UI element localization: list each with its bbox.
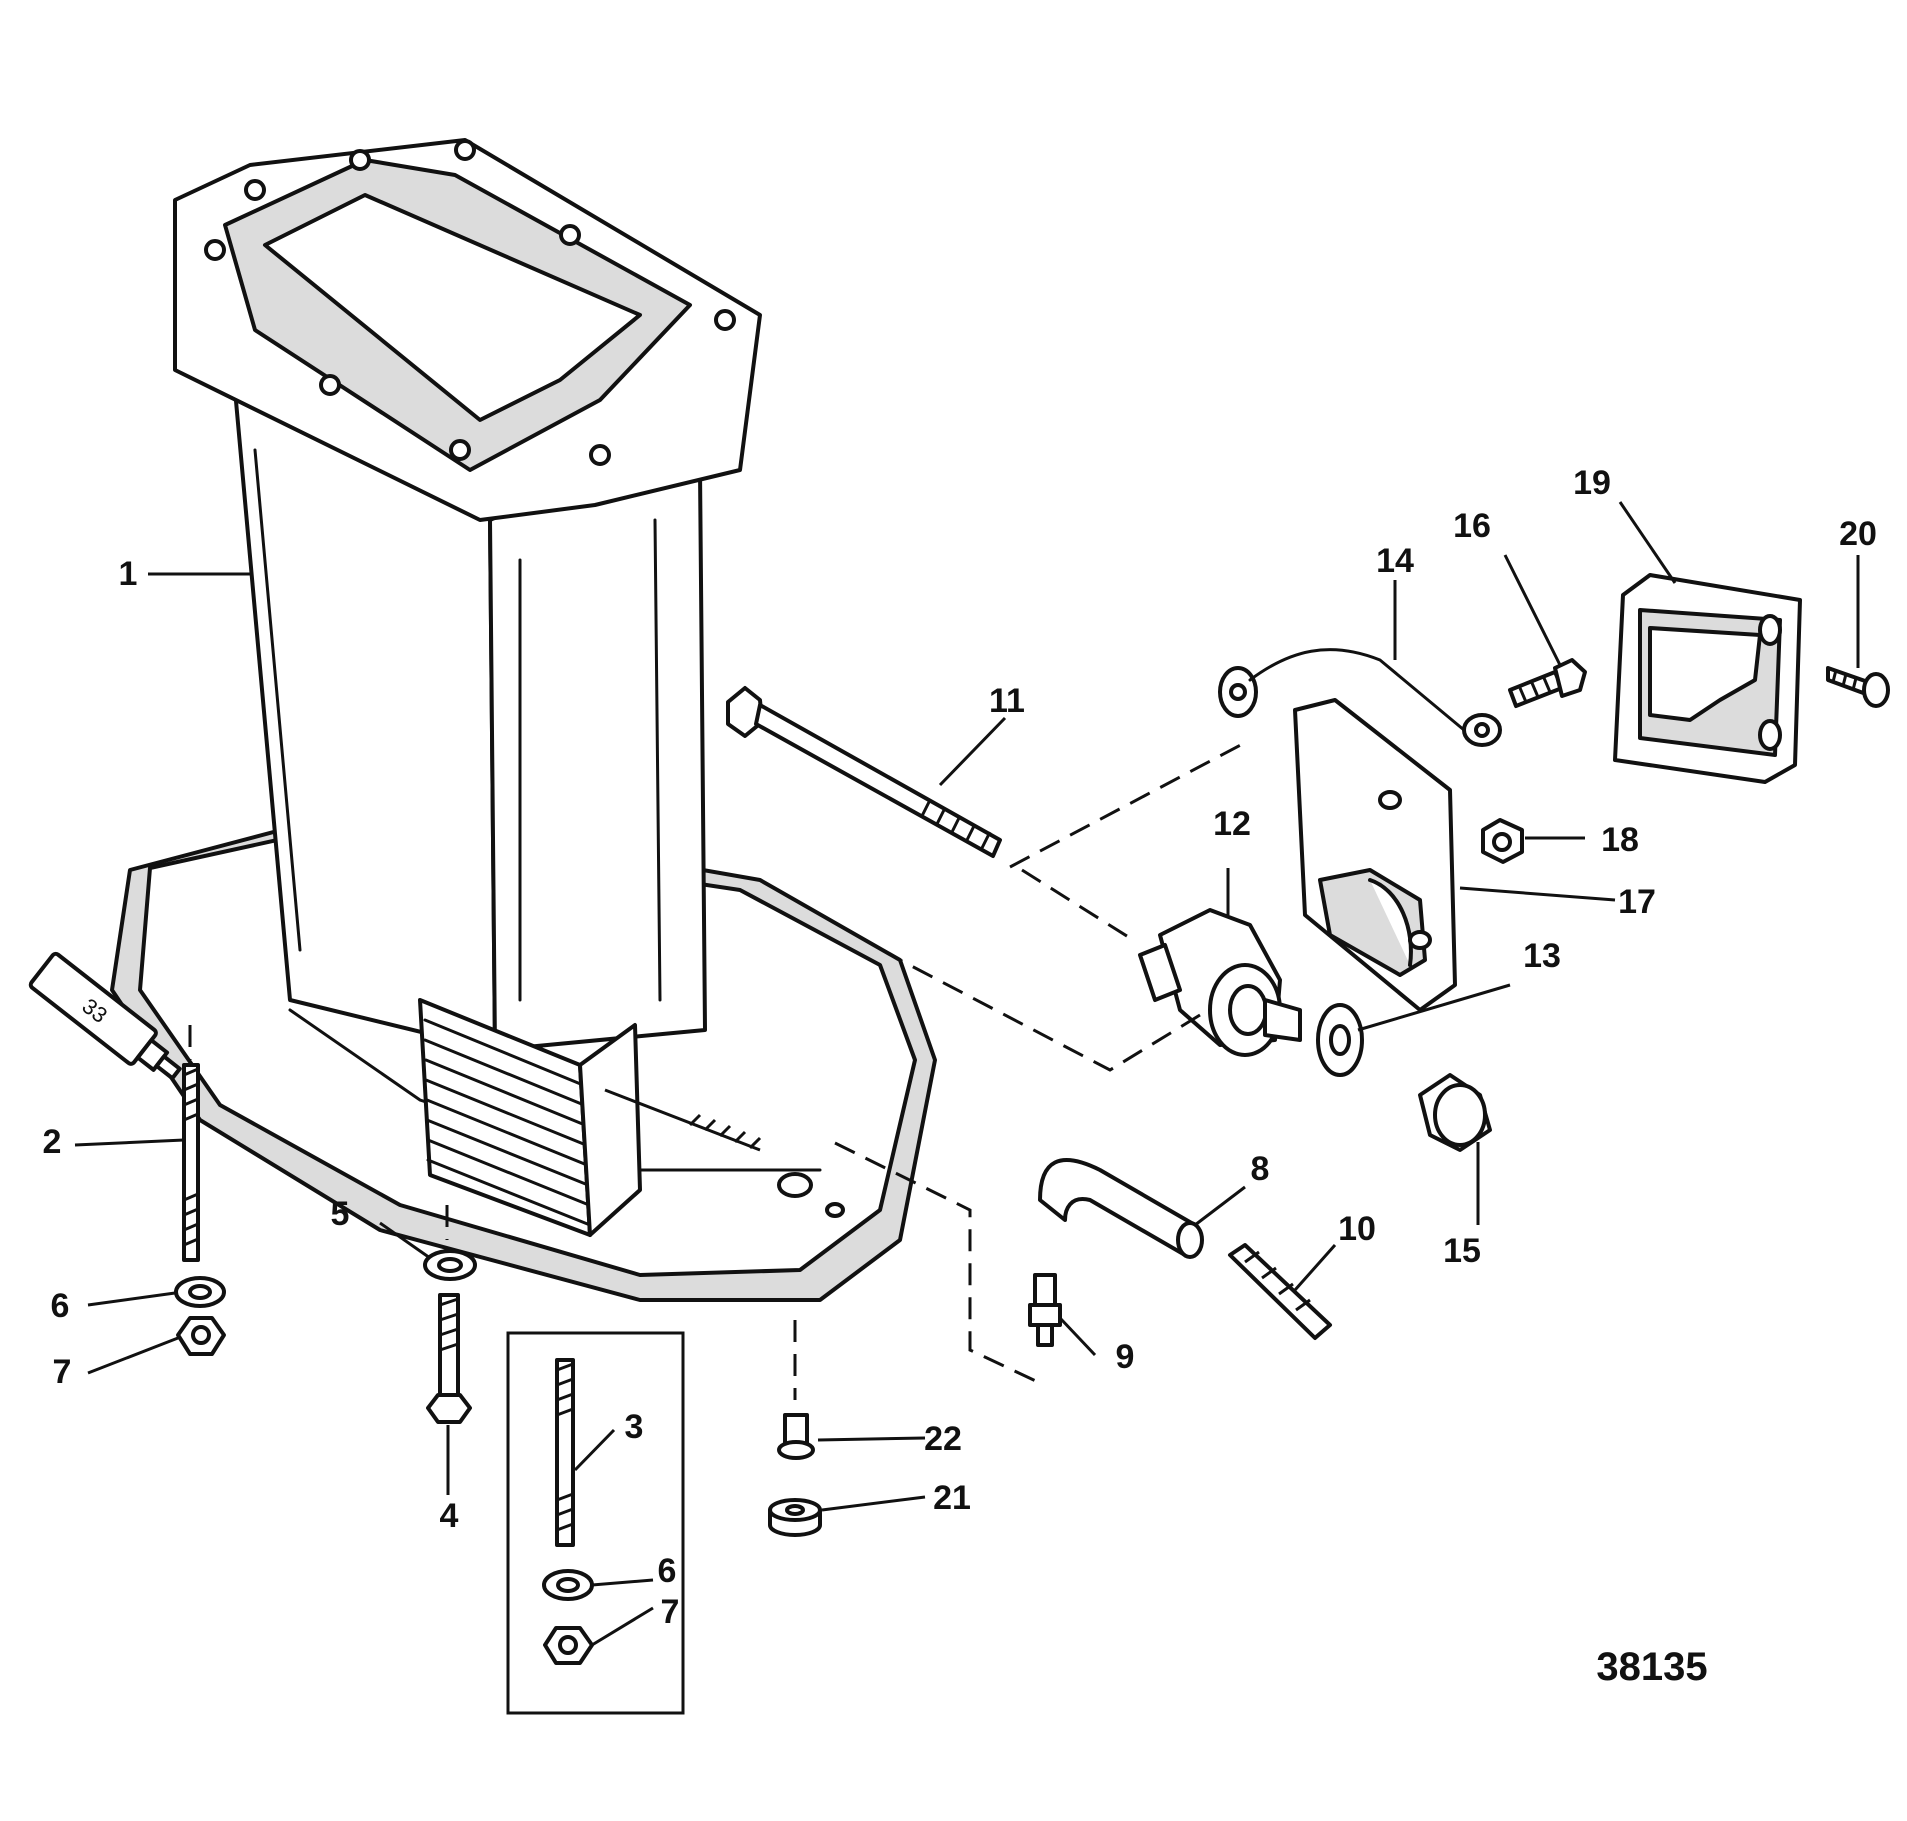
callout-6-inset: 6 — [658, 1552, 677, 1590]
callout-7-inset: 7 — [661, 1593, 680, 1631]
washer-21 — [768, 1498, 822, 1537]
stud-3 — [555, 1358, 575, 1547]
callout-12: 12 — [1213, 805, 1251, 843]
bolt-4 — [426, 1293, 472, 1424]
washer-6-inset-hole — [556, 1577, 580, 1593]
callout-9: 9 — [1116, 1338, 1135, 1376]
callout-17: 17 — [1618, 883, 1656, 921]
washer-6-hole — [188, 1284, 212, 1300]
plug-22 — [777, 1413, 815, 1460]
callout-numbers: 1 2 3 4 5 6 7 8 9 10 11 12 13 14 15 16 1… — [43, 464, 1877, 1631]
stud-2 — [182, 1025, 200, 1262]
grommet-10 — [1228, 1243, 1332, 1340]
grille-lines — [423, 1018, 592, 1227]
long-bolt-11 — [726, 686, 1002, 858]
ground-strap-14 — [1218, 648, 1502, 747]
screw-16 — [1508, 658, 1587, 708]
dash-11b — [1021, 868, 1131, 940]
callout-19: 19 — [1573, 464, 1611, 502]
water-tube-8 — [1038, 1158, 1204, 1259]
callout-5: 5 — [331, 1195, 350, 1233]
callout-14: 14 — [1376, 542, 1414, 580]
cover-plate-19 — [1613, 573, 1802, 784]
callout-11: 11 — [989, 682, 1025, 720]
driveshaft-housing — [110, 138, 937, 1302]
callout-16: 16 — [1453, 507, 1491, 545]
callout-3: 3 — [625, 1408, 644, 1446]
callout-6: 6 — [51, 1287, 70, 1325]
callout-2: 2 — [43, 1123, 62, 1161]
nut-18 — [1481, 818, 1524, 864]
dash-11 — [1009, 738, 1251, 869]
clamp-bracket-17 — [1293, 698, 1457, 1012]
callout-10: 10 — [1338, 1210, 1376, 1248]
washer-5-hole — [437, 1257, 463, 1273]
nut-7-inset-hole — [558, 1635, 578, 1655]
washer-13 — [1316, 1003, 1364, 1077]
callout-21: 21 — [933, 1479, 971, 1517]
nut-7-hole — [191, 1325, 211, 1345]
cap-nut-15 — [1418, 1073, 1492, 1152]
mount-12 — [1138, 908, 1302, 1057]
callout-15: 15 — [1443, 1232, 1481, 1270]
callout-8: 8 — [1251, 1150, 1270, 1188]
callout-7: 7 — [53, 1353, 72, 1391]
dash-12 — [899, 958, 1201, 1072]
inset-box — [506, 1331, 685, 1715]
callout-13: 13 — [1523, 937, 1561, 975]
screw-20 — [1826, 666, 1890, 708]
dash-9 — [834, 1141, 1041, 1385]
callout-1: 1 — [119, 555, 138, 593]
fitting-9 — [1028, 1273, 1062, 1347]
drawing-number: 38135 — [1596, 1645, 1707, 1689]
callout-20: 20 — [1839, 515, 1877, 553]
callout-22: 22 — [924, 1420, 962, 1458]
sealant-tube: 33 — [28, 951, 182, 1081]
callout-18: 18 — [1601, 821, 1639, 859]
leader-lines — [74, 501, 1860, 1647]
callout-4: 4 — [440, 1497, 459, 1535]
